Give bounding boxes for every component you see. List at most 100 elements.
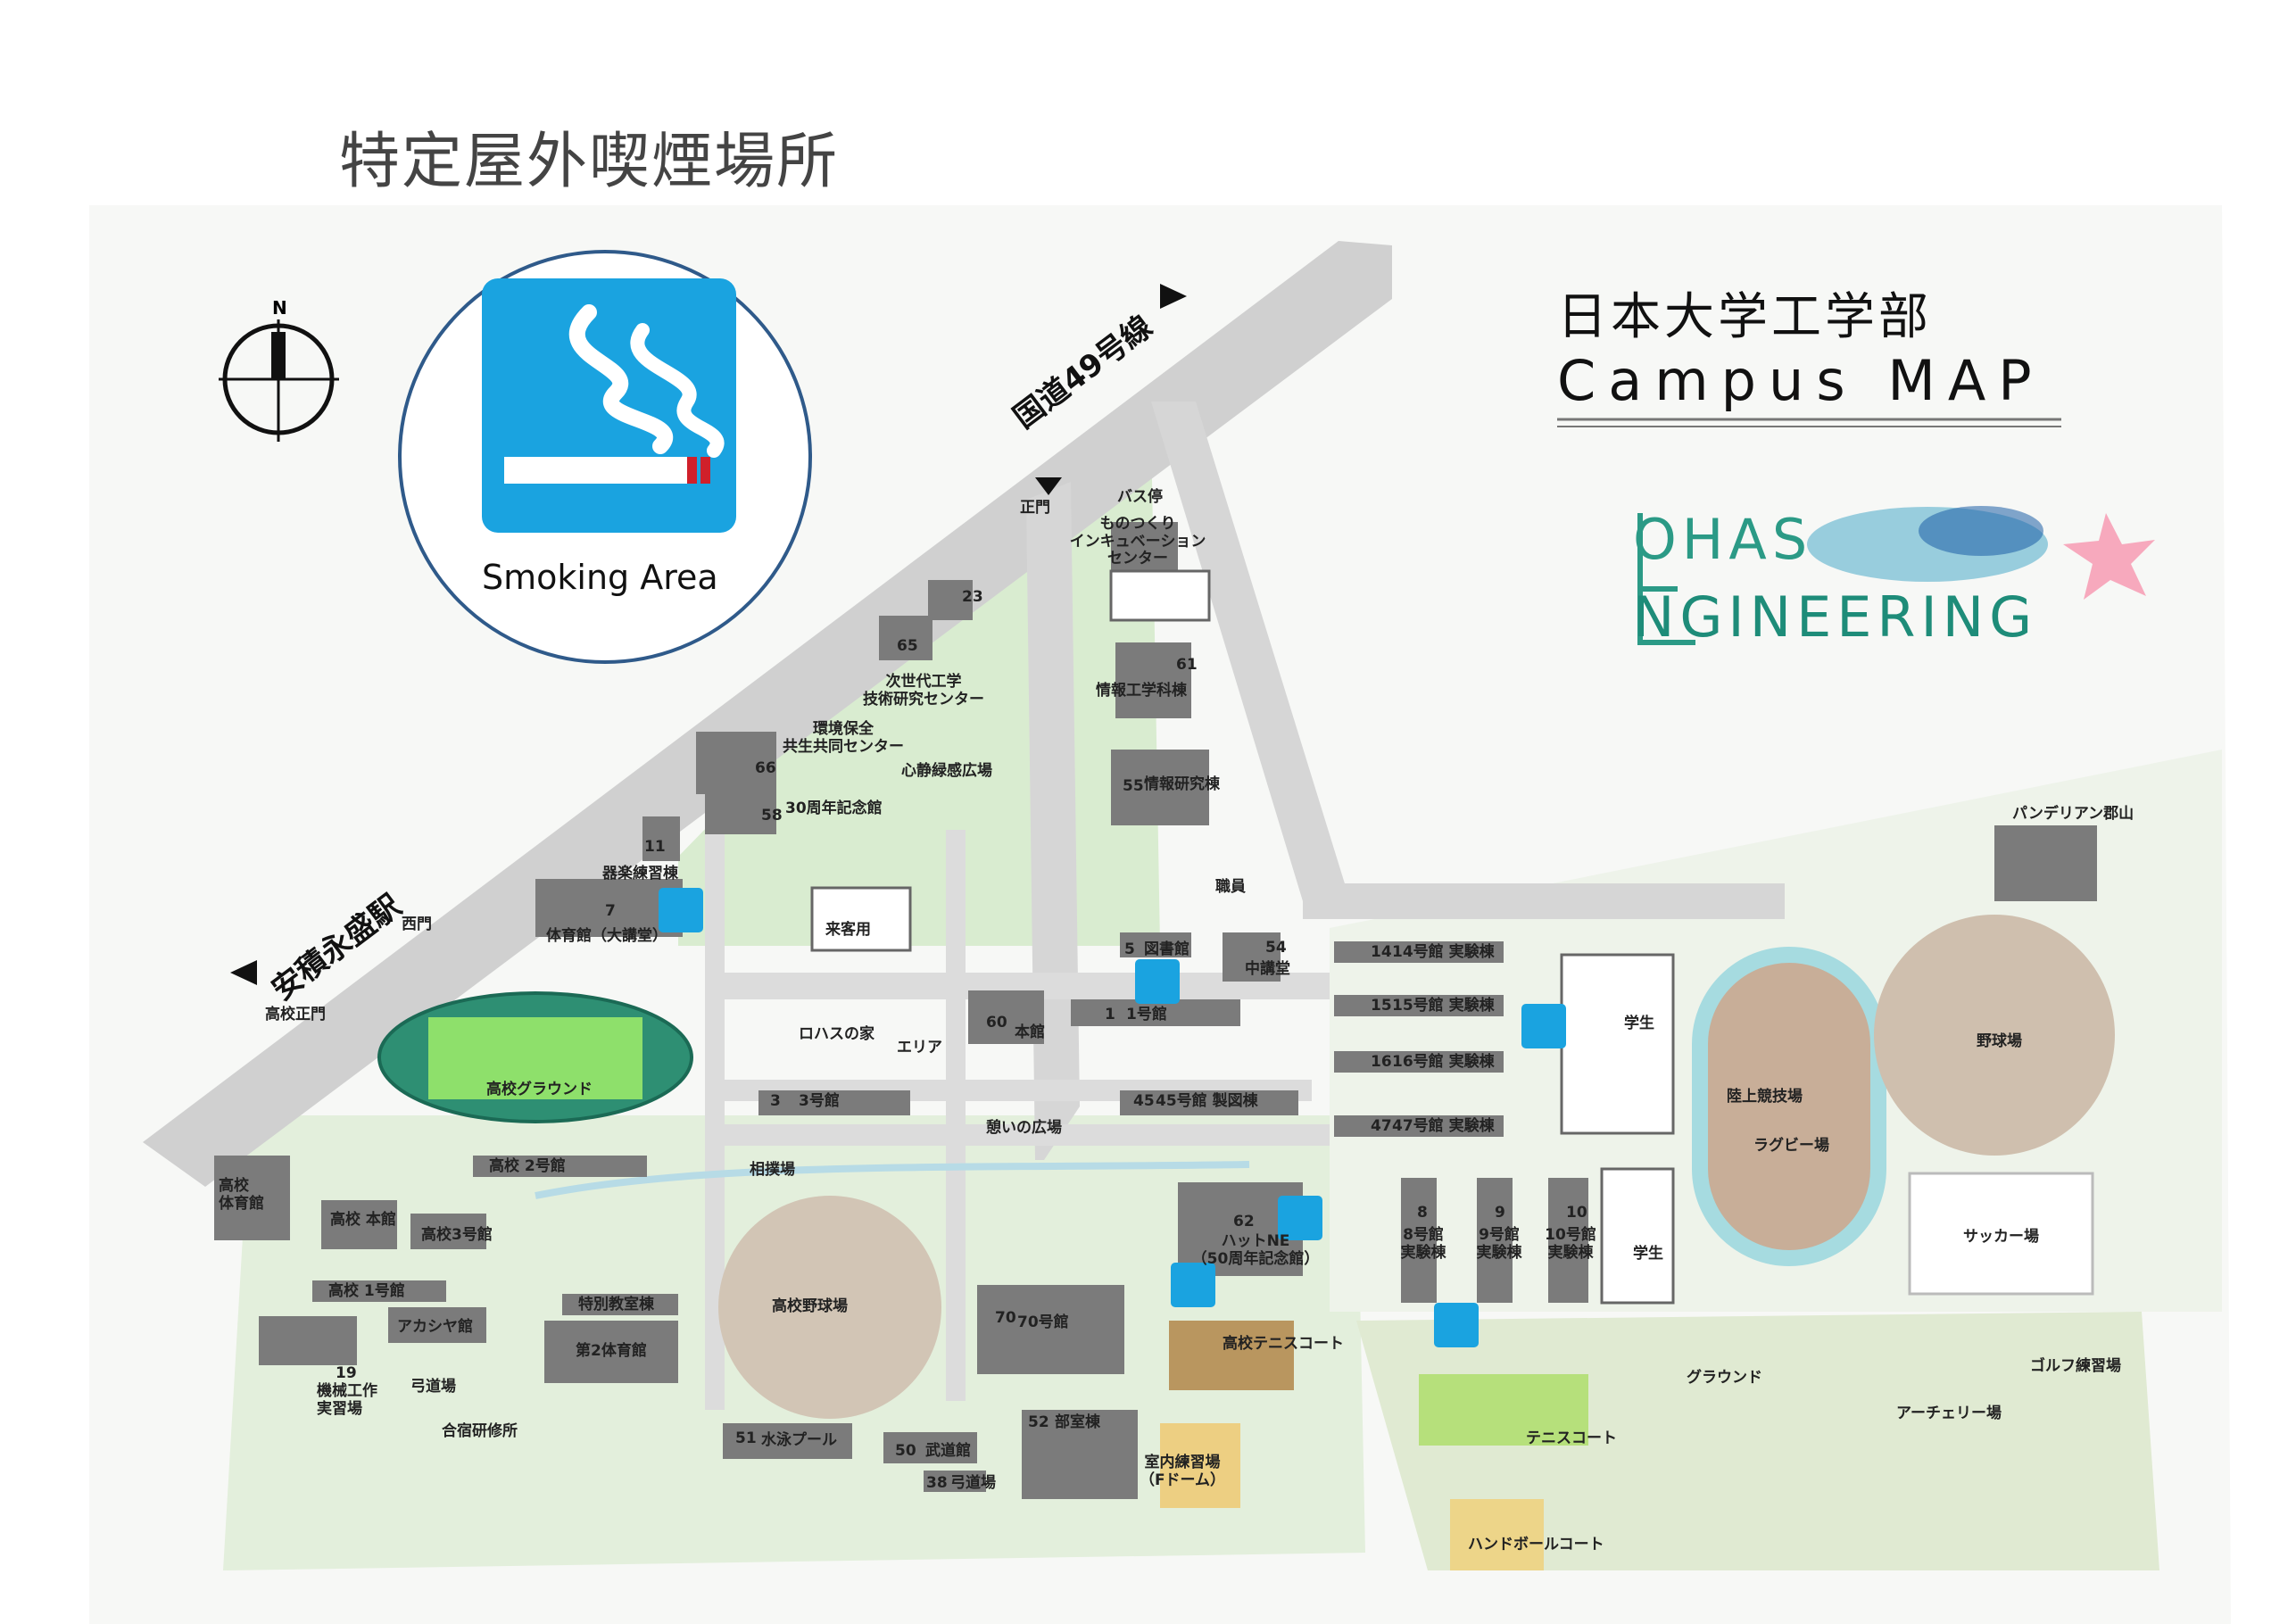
smoking-spot-ground-icon[interactable] bbox=[1434, 1303, 1479, 1347]
place-label-ikoi[interactable]: 憩いの広場 bbox=[986, 1119, 1062, 1137]
place-label-jikken14[interactable]: 14号館 実験棟 bbox=[1392, 943, 1495, 961]
place-label-gasshuku[interactable]: 合宿研修所 bbox=[442, 1422, 518, 1440]
honkan-building[interactable] bbox=[968, 990, 1044, 1044]
smoking-spot-gakusei-icon[interactable] bbox=[1521, 1004, 1566, 1048]
place-label-toshokan[interactable]: 図書館 bbox=[1144, 940, 1189, 958]
toshokan-building[interactable] bbox=[1120, 932, 1191, 957]
pool-building[interactable] bbox=[723, 1423, 852, 1459]
place-label-b45[interactable]: 45 bbox=[1133, 1092, 1155, 1110]
place-label-gokan70[interactable]: 70号館 bbox=[1017, 1313, 1069, 1331]
b23-building[interactable] bbox=[928, 580, 973, 620]
place-label-indoor[interactable]: 室内練習場（Fドーム） bbox=[1139, 1454, 1226, 1489]
gokan3-building[interactable] bbox=[758, 1090, 910, 1115]
place-label-b23[interactable]: 23 bbox=[962, 588, 983, 606]
budo-building[interactable] bbox=[883, 1432, 977, 1463]
place-label-koukou3[interactable]: 高校3号館 bbox=[421, 1226, 493, 1244]
place-label-gokan8[interactable]: 8号館実験棟 bbox=[1400, 1226, 1446, 1262]
handball-court[interactable] bbox=[1450, 1499, 1544, 1570]
place-label-b62[interactable]: 62 bbox=[1233, 1213, 1255, 1230]
place-label-pool[interactable]: 水泳プール bbox=[761, 1431, 837, 1449]
monozukuri-building[interactable] bbox=[1111, 522, 1178, 576]
place-label-koukou2[interactable]: 高校 2号館 bbox=[489, 1157, 566, 1175]
place-label-koukou_ground[interactable]: 高校グラウンド bbox=[486, 1081, 593, 1098]
gokan70-building[interactable] bbox=[977, 1285, 1124, 1374]
gakusei-parking-1[interactable] bbox=[1560, 953, 1675, 1135]
gokan10-building[interactable] bbox=[1548, 1178, 1588, 1303]
place-label-tokubetsu[interactable]: 特別教室棟 bbox=[578, 1296, 654, 1313]
b58-building[interactable] bbox=[705, 790, 776, 834]
place-label-b16[interactable]: 16 bbox=[1371, 1053, 1392, 1071]
place-label-jikken16[interactable]: 16号館 実験棟 bbox=[1392, 1053, 1495, 1071]
place-label-b50[interactable]: 50 bbox=[895, 1442, 916, 1460]
place-label-sumo[interactable]: 相撲場 bbox=[750, 1161, 795, 1179]
smoking-spot-hat-icon[interactable] bbox=[1278, 1196, 1322, 1240]
smoking-spot-toshokan-icon[interactable] bbox=[1135, 959, 1180, 1004]
place-label-koukou_seimon[interactable]: 高校正門 bbox=[265, 1006, 326, 1023]
soccer-field[interactable] bbox=[1908, 1172, 2094, 1296]
place-label-b66[interactable]: 66 bbox=[755, 759, 776, 777]
place-label-b8[interactable]: 8 bbox=[1417, 1204, 1428, 1222]
place-label-b61[interactable]: 61 bbox=[1176, 656, 1198, 674]
taiikukan-building[interactable] bbox=[535, 879, 683, 937]
monozukuri-parking[interactable] bbox=[1109, 569, 1211, 622]
jikken15-building[interactable] bbox=[1334, 995, 1504, 1016]
place-label-b1[interactable]: 1 bbox=[1105, 1006, 1115, 1023]
place-label-seimon[interactable]: 正門 bbox=[1020, 499, 1050, 517]
kyudo2-building[interactable] bbox=[924, 1471, 986, 1492]
koukou-gym-building[interactable] bbox=[214, 1156, 290, 1240]
place-label-honkan[interactable]: 本館 bbox=[1015, 1023, 1045, 1041]
place-label-tennis[interactable]: テニスコート bbox=[1526, 1429, 1617, 1447]
b61-building[interactable] bbox=[1115, 642, 1191, 718]
raikyaku-parking[interactable] bbox=[810, 886, 912, 952]
place-label-b19[interactable]: 19 bbox=[336, 1364, 357, 1382]
place-label-kyudo2[interactable]: 弓道場 bbox=[950, 1474, 996, 1492]
place-label-b55[interactable]: 55 bbox=[1123, 777, 1144, 795]
kigaku-building[interactable] bbox=[642, 816, 680, 861]
place-label-b10[interactable]: 10 bbox=[1566, 1204, 1587, 1222]
place-label-jouhou_kougaku[interactable]: 情報工学科棟 bbox=[1096, 682, 1187, 700]
place-label-koukou_yakyu[interactable]: 高校野球場 bbox=[772, 1297, 848, 1315]
place-label-jikken47[interactable]: 47号館 実験棟 bbox=[1392, 1117, 1495, 1135]
place-label-chukodo[interactable]: 中講堂 bbox=[1245, 960, 1290, 978]
place-label-b11[interactable]: 11 bbox=[644, 838, 666, 856]
place-label-taiikukan[interactable]: 体育館（大講堂） bbox=[546, 927, 667, 945]
place-label-b38[interactable]: 38 bbox=[926, 1474, 948, 1492]
place-label-b47[interactable]: 47 bbox=[1371, 1117, 1392, 1135]
yakyu-field[interactable] bbox=[1874, 915, 2115, 1156]
place-label-jikken15[interactable]: 15号館 実験棟 bbox=[1392, 997, 1495, 1015]
place-label-area[interactable]: エリア bbox=[897, 1039, 942, 1056]
koukou-honkan-building[interactable] bbox=[321, 1200, 397, 1249]
place-label-b52[interactable]: 52 bbox=[1028, 1413, 1049, 1431]
place-label-jouhou_kenkyu[interactable]: 情報研究棟 bbox=[1144, 775, 1220, 793]
campus-road-3[interactable] bbox=[705, 1124, 1330, 1146]
place-label-kyudo1[interactable]: 弓道場 bbox=[410, 1378, 456, 1396]
place-label-gakusei1[interactable]: 学生 bbox=[1624, 1015, 1654, 1032]
koukou-tennis-court[interactable] bbox=[1169, 1321, 1294, 1390]
place-label-b15[interactable]: 15 bbox=[1371, 997, 1392, 1015]
bushitsu-building[interactable] bbox=[1022, 1410, 1138, 1499]
gakusei-parking-2[interactable] bbox=[1600, 1167, 1675, 1305]
place-label-b58[interactable]: 58 bbox=[761, 807, 783, 824]
place-label-gakusei2[interactable]: 学生 bbox=[1633, 1245, 1663, 1263]
rikujo-track[interactable] bbox=[1692, 947, 1886, 1266]
seizu-building[interactable] bbox=[1120, 1090, 1298, 1115]
place-label-golf[interactable]: ゴルフ練習場 bbox=[2030, 1357, 2121, 1375]
place-label-ground[interactable]: グラウンド bbox=[1687, 1369, 1762, 1387]
place-label-b14[interactable]: 14 bbox=[1371, 943, 1392, 961]
smoking-spot-hat2-icon[interactable] bbox=[1171, 1263, 1215, 1307]
jikken16-building[interactable] bbox=[1334, 1051, 1504, 1073]
koukou-field[interactable] bbox=[428, 1017, 642, 1099]
place-label-b9[interactable]: 9 bbox=[1495, 1204, 1505, 1222]
place-label-shokuin[interactable]: 職員 bbox=[1215, 878, 1246, 896]
campus-road-west[interactable] bbox=[705, 821, 725, 1410]
jikken47-building[interactable] bbox=[1334, 1115, 1504, 1137]
acacia-building[interactable] bbox=[388, 1307, 486, 1343]
gokan8-building[interactable] bbox=[1401, 1178, 1437, 1303]
place-label-koukou_honkan[interactable]: 高校 本館 bbox=[330, 1211, 396, 1229]
pandelian-building[interactable] bbox=[1994, 825, 2097, 901]
place-label-b3[interactable]: 3 bbox=[770, 1092, 781, 1110]
place-label-koukou_tennis[interactable]: 高校テニスコート bbox=[1223, 1335, 1344, 1353]
place-label-yakyu[interactable]: 野球場 bbox=[1977, 1032, 2022, 1050]
place-label-monozukuri[interactable]: ものつくりインキュベーションセンター bbox=[1069, 515, 1206, 568]
b65-building[interactable] bbox=[879, 616, 932, 660]
